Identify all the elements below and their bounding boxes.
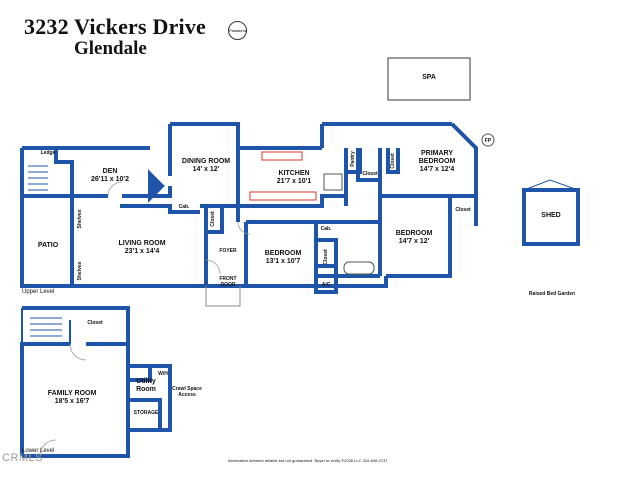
bedroom2-label: BEDROOM [395, 230, 433, 237]
pantry-label: Pantry [350, 151, 356, 167]
patio-label: PATIO [37, 242, 59, 249]
dining-room-label: DINING ROOM [181, 158, 231, 165]
bedroom-size: 13'1 x 10'7 [265, 258, 301, 265]
primary-bedroom-label-1: PRIMARY [420, 150, 454, 157]
kitchen-label: KITCHEN [278, 170, 310, 177]
ledge-label: Ledge [40, 150, 56, 156]
shed-roof [523, 179, 579, 191]
fp-label: FP [484, 138, 492, 144]
family-room-size: 18'5 x 16'7 [54, 398, 90, 405]
disclaimer-text: Information deemed reliable but not guar… [228, 458, 388, 463]
walls [20, 57, 580, 458]
bath-cab-label: Cab. [320, 226, 332, 232]
living-cab-label: Cab. [178, 204, 190, 210]
lower-closet-label: Closet [87, 320, 103, 326]
bedroom2-closet-label: Closet [455, 207, 471, 213]
ac-label: A/C [321, 282, 331, 288]
raised-bed-garden-label: Raised Bed Garden [528, 291, 576, 297]
primary-bedroom-size: 14'7 x 12'4 [419, 166, 455, 173]
living-room-size: 23'1 x 14'4 [124, 248, 160, 255]
water-heater-label: W/H [158, 371, 168, 377]
foyer-label: FOYER [219, 248, 237, 254]
stairs [28, 165, 62, 337]
dining-room-size: 14' x 12' [192, 166, 220, 173]
bedroom-label: BEDROOM [264, 250, 302, 257]
bath-closet-label: Closet [323, 249, 329, 265]
property-city: Glendale [74, 38, 147, 59]
door-swings [39, 181, 251, 457]
crawl-space-label-1: Crawl Space [172, 386, 202, 392]
den-size: 26'11 x 10'2 [91, 176, 129, 183]
utility-room-label-1: Utility [136, 378, 156, 385]
front-door-label-1: FRONT [219, 276, 237, 282]
living-room-label: LIVING ROOM [118, 240, 166, 247]
lower-level-label: Lower Level [22, 448, 55, 454]
front-door-label-2: DOOR [220, 282, 236, 288]
shelves-label-bottom: Shelves [77, 261, 83, 281]
hall-closet-label: Closet [362, 171, 378, 177]
bedroom2-size: 14'7 x 12' [398, 238, 430, 245]
family-room-label: FAMILY ROOM [47, 390, 97, 397]
primary-closet-label: Closet [390, 153, 396, 169]
shed-label: SHED [541, 212, 561, 219]
utility-room-label-2: Room [136, 386, 156, 393]
foyer-closet-label: Closet [210, 211, 216, 227]
crawl-space-label-2: Access [178, 392, 196, 398]
storage-label: STORAGE [133, 410, 159, 416]
kitchen-appliances [249, 133, 495, 275]
compass-badge: Pasadena [228, 21, 247, 40]
crmls-watermark: CRMLS [2, 452, 44, 464]
primary-bedroom-label-2: BEDROOM [418, 158, 456, 165]
shelves-label-top: Shelves [77, 209, 83, 229]
kitchen-size: 21'7 x 10'1 [276, 178, 312, 185]
spa-label: SPA [422, 74, 436, 81]
upper-level-label: Upper Level [22, 289, 55, 295]
den-label: DEN [102, 168, 118, 175]
property-address: 3232 Vickers Drive [24, 14, 207, 39]
